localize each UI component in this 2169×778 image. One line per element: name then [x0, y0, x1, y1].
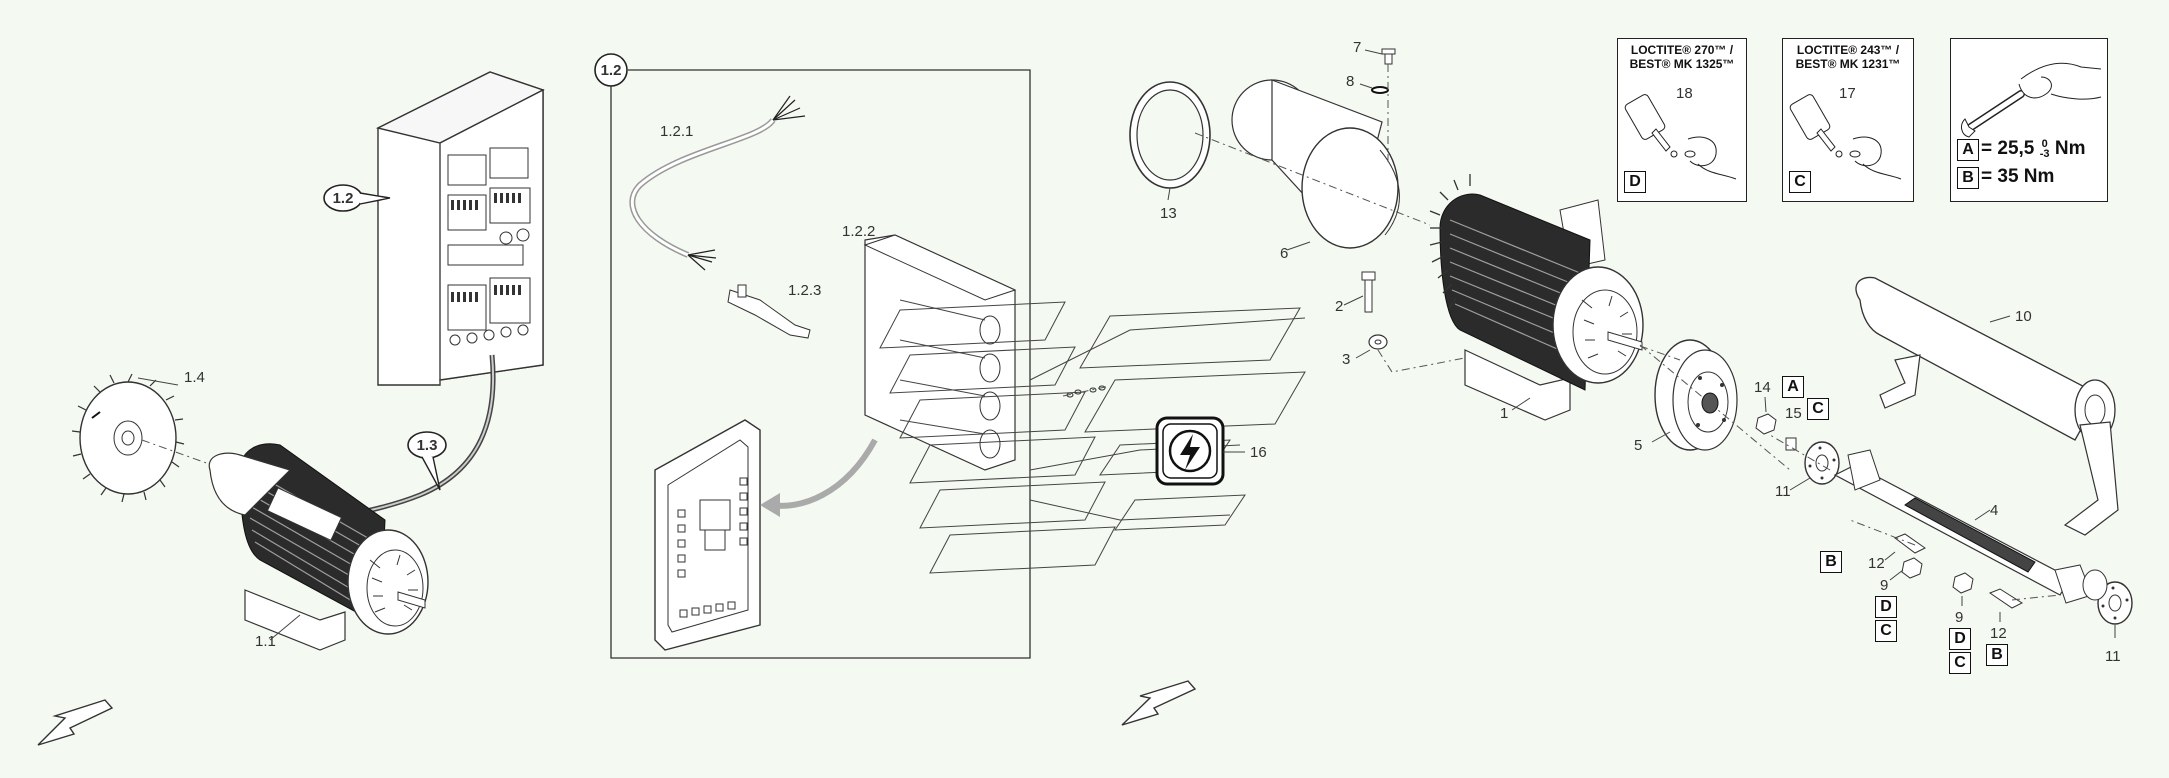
label-1: 1: [1500, 405, 1508, 422]
key-12-right: [1988, 588, 2024, 609]
tag-d-9-right: D: [1949, 628, 1971, 650]
label-12-left: 12: [1868, 555, 1885, 572]
label-8: 8: [1346, 73, 1354, 90]
loctite-bottle-icon: [1624, 94, 1737, 180]
callout-1-3-text: 1.3: [417, 437, 438, 454]
drive-shaft: [1833, 449, 2108, 604]
control-cabinet: [375, 71, 545, 386]
label-10: 10: [2015, 308, 2032, 325]
torque-a-tol-bottom: -3: [2039, 147, 2050, 160]
label-1-1: 1.1: [255, 633, 276, 650]
fan-wheel: [71, 373, 185, 503]
electrical-hazard-icon: [1155, 416, 1225, 486]
tag-c-15: C: [1807, 398, 1829, 420]
label-9-left: 9: [1880, 577, 1888, 594]
label-1-4: 1.4: [184, 369, 205, 386]
label-14: 14: [1754, 379, 1771, 396]
torque-b-letter: B: [1957, 167, 1979, 189]
screw-15: [1785, 437, 1797, 451]
flange-11-bottom: [2097, 581, 2133, 625]
bolt-2: [1361, 271, 1376, 313]
label-1-2-2: 1.2.2: [842, 223, 875, 240]
callout-1-3: 1.3: [407, 431, 447, 491]
label-4: 4: [1990, 502, 1998, 519]
loctite-bottle-icon-2: [1789, 94, 1902, 180]
label-13: 13: [1160, 205, 1177, 222]
seal-ring: [1129, 81, 1211, 189]
label-12-right: 12: [1990, 625, 2007, 642]
label-7: 7: [1353, 39, 1361, 56]
nut-9-right: [1952, 572, 1974, 594]
wire-harness: [629, 95, 806, 271]
tag-b-12-left: B: [1820, 551, 1842, 573]
loctite-243-box: LOCTITE® 243™ / BEST® MK 1231™ 17 C: [1782, 38, 1914, 202]
callout-1-2: 1.2: [323, 184, 391, 212]
nut-9-left: [1901, 557, 1923, 579]
motor-right: [1429, 174, 1644, 421]
loctite-243-part: 17: [1839, 85, 1856, 102]
loctite-270-line1: LOCTITE® 270™ /: [1630, 43, 1734, 57]
torque-a-line: = 25,5 0 -3 Nm: [1981, 138, 2086, 160]
tag-c-9-right: C: [1949, 652, 1971, 674]
tag-d-9-left: D: [1875, 596, 1897, 618]
crimp-terminal: [727, 284, 811, 339]
loctite-270-box: LOCTITE® 270™ / BEST® MK 1325™ 18 D: [1617, 38, 1747, 202]
tag-a-14: A: [1782, 376, 1804, 398]
torque-a-unit: Nm: [2054, 138, 2086, 159]
label-1-2-3: 1.2.3: [788, 282, 821, 299]
callout-1-2-text: 1.2: [333, 190, 354, 207]
shaft-guard: [1855, 276, 2119, 536]
inset-frame: 1.2: [594, 53, 1031, 659]
torque-box: A = 25,5 0 -3 Nm B = 35 Nm: [1950, 38, 2108, 202]
label-15: 15: [1785, 405, 1802, 422]
view-direction-arrow-icon-2: [1121, 680, 1197, 726]
tag-c-9-left: C: [1875, 620, 1897, 642]
torque-a-letter: A: [1957, 139, 1979, 161]
view-direction-arrow-icon: [37, 699, 114, 746]
loctite-270-line2: BEST® MK 1325™: [1629, 57, 1735, 71]
motor-left: [208, 443, 429, 651]
nut-14: [1755, 413, 1777, 435]
loctite-243-letter: C: [1789, 171, 1811, 193]
torque-a-value: = 25,5: [1981, 138, 2035, 159]
label-3: 3: [1342, 351, 1350, 368]
wrench-icon: [1961, 62, 2102, 138]
inset-title: 1.2: [601, 62, 622, 79]
screw-7: [1381, 48, 1396, 65]
washer-3: [1368, 334, 1388, 350]
label-11-bottom: 11: [2105, 648, 2121, 665]
loctite-270-part: 18: [1676, 85, 1693, 102]
tag-b-12-right: B: [1986, 644, 2008, 666]
loctite-243-line2: BEST® MK 1231™: [1795, 57, 1901, 71]
loctite-243-line1: LOCTITE® 243™ /: [1796, 43, 1900, 57]
torque-b-value: = 35 Nm: [1981, 166, 2055, 187]
loctite-270-letter: D: [1624, 171, 1646, 193]
connector-board: [654, 419, 761, 651]
motor-cover: [1231, 79, 1400, 249]
label-1-2-1: 1.2.1: [660, 123, 693, 140]
brake-disc: [1654, 339, 1738, 451]
label-2: 2: [1335, 298, 1343, 315]
label-11-top: 11: [1775, 483, 1791, 500]
washer-8: [1371, 86, 1389, 94]
label-16: 16: [1250, 444, 1267, 461]
label-5: 5: [1634, 437, 1642, 454]
label-9-right: 9: [1955, 609, 1963, 626]
flange-11-top: [1804, 441, 1840, 485]
label-6: 6: [1280, 245, 1288, 262]
terminal-block: [863, 234, 1017, 471]
torque-a-tol-top: 0: [2041, 137, 2048, 150]
